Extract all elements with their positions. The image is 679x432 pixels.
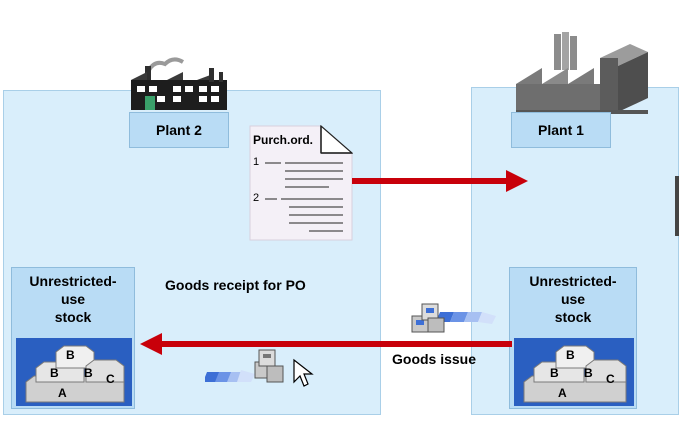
- scroll-tab: [675, 176, 679, 236]
- arrow-to-plant-2: [140, 333, 512, 355]
- goods-receipt-label: Goods receipt for PO: [165, 277, 306, 293]
- block-letter: A: [558, 386, 567, 400]
- stock-blocks-icon: [16, 338, 132, 406]
- arrow-to-plant-1: [352, 170, 528, 192]
- stock-label-line: use: [560, 291, 586, 307]
- purchase-order-title: Purch.ord.: [253, 133, 314, 147]
- block-letter: B: [566, 348, 575, 362]
- package-flow-icon: [205, 349, 284, 383]
- plant-2-label: Plant 2: [129, 112, 229, 148]
- block-letter: B: [84, 366, 93, 380]
- stock-label-line: stock: [54, 309, 92, 325]
- industrial-plant-icon: [516, 32, 648, 114]
- stock-label-line: Unrestricted-: [29, 273, 117, 289]
- stock-label-line: Unrestricted-: [529, 273, 617, 289]
- stock-label-line: stock: [554, 309, 592, 325]
- block-letter: B: [50, 366, 59, 380]
- block-letter: C: [606, 372, 615, 386]
- goods-issue-label: Goods issue: [392, 351, 477, 367]
- po-item-number-2: 2: [253, 192, 260, 204]
- factory-icon: [131, 57, 227, 110]
- stock-label: Unrestricted- use stock: [510, 272, 636, 326]
- document-icon: [249, 125, 353, 241]
- plant-2-stock-box: Unrestricted- use stock B B B C A: [11, 267, 135, 409]
- plant-1-label: Plant 1: [511, 112, 611, 148]
- block-letter: B: [584, 366, 593, 380]
- stock-blocks-icon: [514, 338, 634, 406]
- stock-label: Unrestricted- use stock: [12, 272, 134, 326]
- block-letter: C: [106, 372, 115, 386]
- block-letter: B: [66, 348, 75, 362]
- mouse-cursor-icon: [293, 358, 314, 387]
- package-flow-icon: [411, 303, 496, 333]
- stock-label-line: use: [60, 291, 86, 307]
- block-letter: B: [550, 366, 559, 380]
- block-letter: A: [58, 386, 67, 400]
- plant-1-stock-box: Unrestricted- use stock B B B C A: [509, 267, 637, 409]
- po-item-number-1: 1: [253, 156, 260, 168]
